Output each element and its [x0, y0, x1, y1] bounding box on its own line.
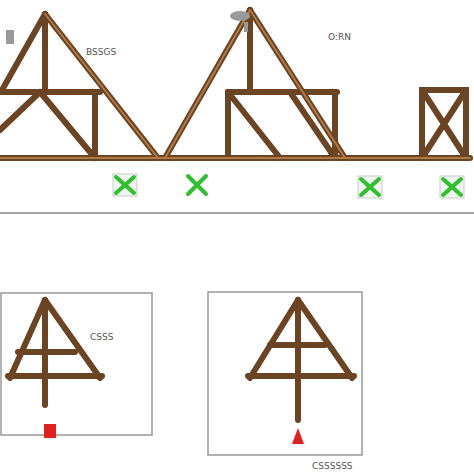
divider-line	[0, 212, 474, 214]
garbled-label: BSSGS	[84, 47, 118, 58]
garbled-label: O:RN	[326, 32, 353, 43]
load-marker	[44, 424, 56, 438]
load-marker	[292, 428, 304, 444]
support-mark	[113, 174, 464, 198]
truss-highlight	[0, 10, 470, 158]
panel-frame	[1, 293, 152, 435]
load-figure	[6, 11, 250, 44]
truss-outline	[0, 10, 470, 420]
garbled-label: CSSS	[88, 332, 115, 343]
panel-frame	[208, 292, 362, 455]
garbled-label: CSSSSSS	[310, 461, 355, 472]
